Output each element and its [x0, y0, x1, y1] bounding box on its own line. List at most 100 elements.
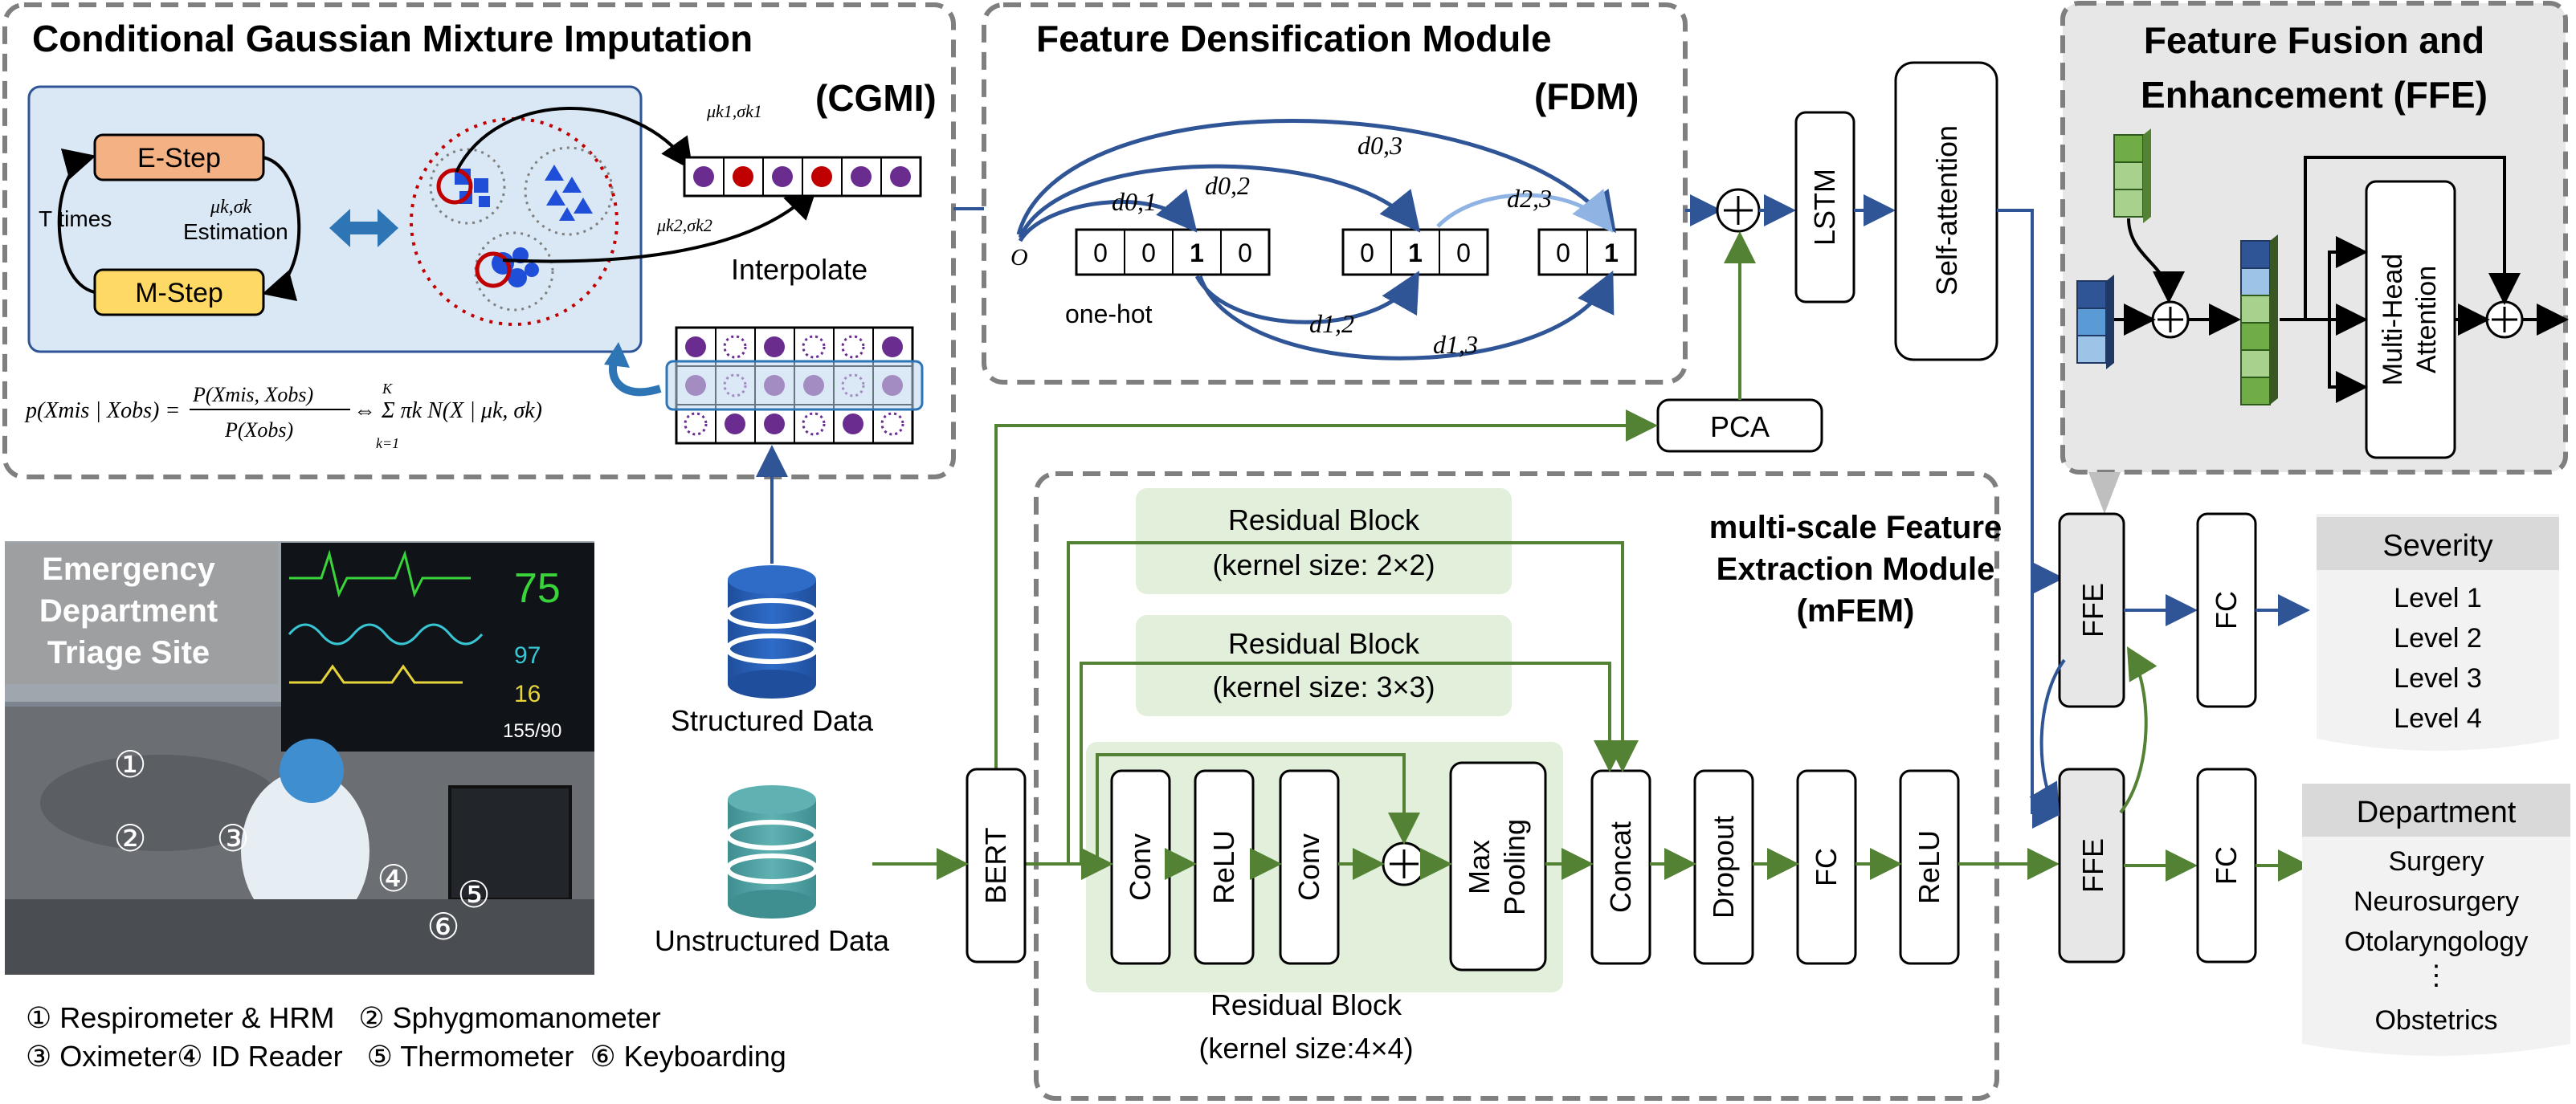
fused-feature-stack-icon: [2240, 234, 2278, 405]
svg-text:Level 1: Level 1: [2394, 583, 2482, 613]
e-to-m-arrow: [262, 156, 301, 301]
svg-text:Level 4: Level 4: [2394, 703, 2482, 734]
one-hot-label: one-hot: [1065, 299, 1153, 328]
e-step-label: E-Step: [137, 143, 221, 173]
fdm-abbr: (FDM): [1534, 75, 1639, 117]
m-to-e-arrow: [57, 149, 96, 294]
mfem-arrows: [1025, 541, 2060, 880]
svg-text:(kernel size: 2×2): (kernel size: 2×2): [1212, 548, 1435, 581]
cgmi-abbr: (CGMI): [815, 77, 937, 119]
d13-label: d1,3: [1433, 330, 1478, 359]
svg-text:Max: Max: [1463, 840, 1496, 894]
ffe-panel: Feature Fusion and Enhancement (FFE): [2060, 1, 2569, 514]
bidirectional-arrow-icon: [329, 209, 398, 247]
svg-text:0: 0: [1360, 238, 1374, 267]
svg-text:③: ③: [216, 817, 249, 859]
mha-label-1: Multi-Head: [2378, 254, 2408, 385]
department-title: Department: [2357, 796, 2517, 829]
svg-text:155/90: 155/90: [503, 720, 561, 742]
svg-text:Obstetrics: Obstetrics: [2374, 1005, 2497, 1036]
svg-text:Level 3: Level 3: [2394, 663, 2482, 694]
d02-label: d0,2: [1205, 171, 1250, 200]
svg-text:P(Xobs): P(Xobs): [224, 418, 293, 442]
interpolate-label: Interpolate: [731, 253, 868, 286]
svg-text:Level 2: Level 2: [2394, 623, 2482, 654]
svg-text:k=1: k=1: [376, 435, 399, 451]
onehot-vector-2: 0 1 0: [1341, 228, 1489, 276]
fc-lower-label: FC: [2210, 846, 2243, 885]
svg-text:⇔ Σ πk N(X | μk, σk): ⇔ Σ πk N(X | μk, σk): [353, 398, 542, 423]
d01-label: d0,1: [1112, 187, 1157, 216]
severity-title: Severity: [2382, 529, 2492, 563]
ffe-arrows: [2114, 156, 2569, 403]
svg-text:⋮: ⋮: [2423, 960, 2450, 991]
m-step-label: M-Step: [135, 278, 223, 308]
svg-text:1: 1: [1190, 238, 1204, 267]
self-attention-label: Self-attention: [1930, 125, 1963, 295]
svg-text:Conv: Conv: [1124, 833, 1157, 901]
svg-text:0: 0: [1456, 238, 1471, 267]
fdm-title: Feature Densification Module: [1036, 18, 1552, 59]
svg-text:Otolaryngology: Otolaryngology: [2345, 927, 2529, 957]
svg-text:16: 16: [514, 681, 541, 707]
mu-sigma-k: μk,σk: [210, 197, 252, 218]
site-label-2: Department: [39, 593, 218, 629]
svg-text:0: 0: [1238, 238, 1252, 267]
svg-text:Conv: Conv: [1292, 833, 1325, 901]
bert-block: BERT: [872, 768, 1027, 963]
d12-label: d1,2: [1309, 309, 1354, 338]
unstructured-data-label: Unstructured Data: [655, 924, 890, 957]
svg-text:0: 0: [1556, 238, 1570, 267]
pca-block: PCA: [994, 231, 1823, 780]
svg-text:Residual Block: Residual Block: [1210, 988, 1402, 1021]
svg-text:ReLU: ReLU: [1207, 830, 1240, 904]
onehot-vector-1: 0 0 1 0: [1075, 228, 1271, 276]
green-feature-stack-icon: [2113, 128, 2151, 223]
svg-text:⑤: ⑤: [457, 874, 490, 915]
svg-text:FC: FC: [1810, 848, 1843, 886]
svg-text:K: K: [382, 381, 393, 397]
svg-text:Pooling: Pooling: [1498, 819, 1531, 915]
svg-text:0: 0: [1093, 238, 1108, 267]
inner-blocks: Conv ReLU Conv Max Pooling Concat Dropou…: [1110, 761, 1960, 972]
cgmi-module: Conditional Gaussian Mixture Imputation …: [2, 2, 956, 479]
mfem-title-3: (mFEM): [1797, 593, 1915, 629]
lstm-box: [1794, 111, 1855, 303]
ffe-callout-tail: [2088, 472, 2121, 514]
t-times-label: T times: [39, 206, 112, 231]
site-label-1: Emergency: [42, 552, 215, 587]
ffe-title-2: Enhancement (FFE): [2141, 74, 2488, 116]
severity-output: Severity Level 1 Level 2 Level 3 Level 4: [2317, 514, 2559, 751]
ffe-lower-label: FFE: [2076, 838, 2109, 893]
svg-text:p(Xmis | Xobs) =: p(Xmis | Xobs) =: [24, 398, 180, 423]
svg-text:⑥: ⑥: [427, 906, 459, 947]
mfem-title-1: multi-scale Feature: [1709, 510, 2002, 545]
department-output: Department Surgery Neurosurgery Otolaryn…: [2302, 784, 2570, 1056]
mu-sigma-k1: μk1,σk1: [706, 101, 762, 121]
onehot-vector-3: 0 1: [1537, 228, 1637, 276]
mfem-title-2: Extraction Module: [1717, 552, 1995, 587]
device-legend-2: ③ Oximeter④ ID Reader ⑤ Thermometer ⑥ Ke…: [26, 1040, 786, 1073]
ffe-upper-label: FFE: [2076, 583, 2109, 638]
mfem-module: multi-scale Feature Extraction Module (m…: [1025, 471, 2060, 1101]
unstructured-data-icon: [725, 785, 819, 919]
cgmi-title: Conditional Gaussian Mixture Imputation: [32, 18, 753, 59]
structured-data-icon: [725, 445, 819, 699]
fc-upper-label: FC: [2210, 591, 2243, 629]
distance-arrows: [1016, 119, 1616, 361]
cgmi-formula: p(Xmis | Xobs) = P(Xmis, Xobs) P(Xobs) ⇔…: [24, 381, 542, 451]
site-label-3: Triage Site: [47, 635, 210, 670]
svg-text:(kernel size:4×4): (kernel size:4×4): [1198, 1032, 1413, 1065]
svg-text:Dropout: Dropout: [1707, 816, 1740, 919]
blue-feature-stack-icon: [2076, 275, 2114, 369]
svg-text:75: 75: [514, 565, 561, 612]
svg-text:①: ①: [113, 743, 146, 785]
d03-label: d0,3: [1357, 131, 1402, 160]
origin-label: O: [1010, 244, 1028, 271]
missing-data-matrix: [665, 326, 924, 445]
svg-text:Surgery: Surgery: [2388, 846, 2484, 877]
svg-text:④: ④: [377, 858, 410, 899]
svg-text:Residual Block: Residual Block: [1228, 503, 1420, 536]
fdm-module: Feature Densification Module (FDM) O 0 0…: [982, 2, 1688, 385]
triage-site-photo: 75 97 16 155/90 Emergency Department Tri…: [5, 541, 594, 975]
